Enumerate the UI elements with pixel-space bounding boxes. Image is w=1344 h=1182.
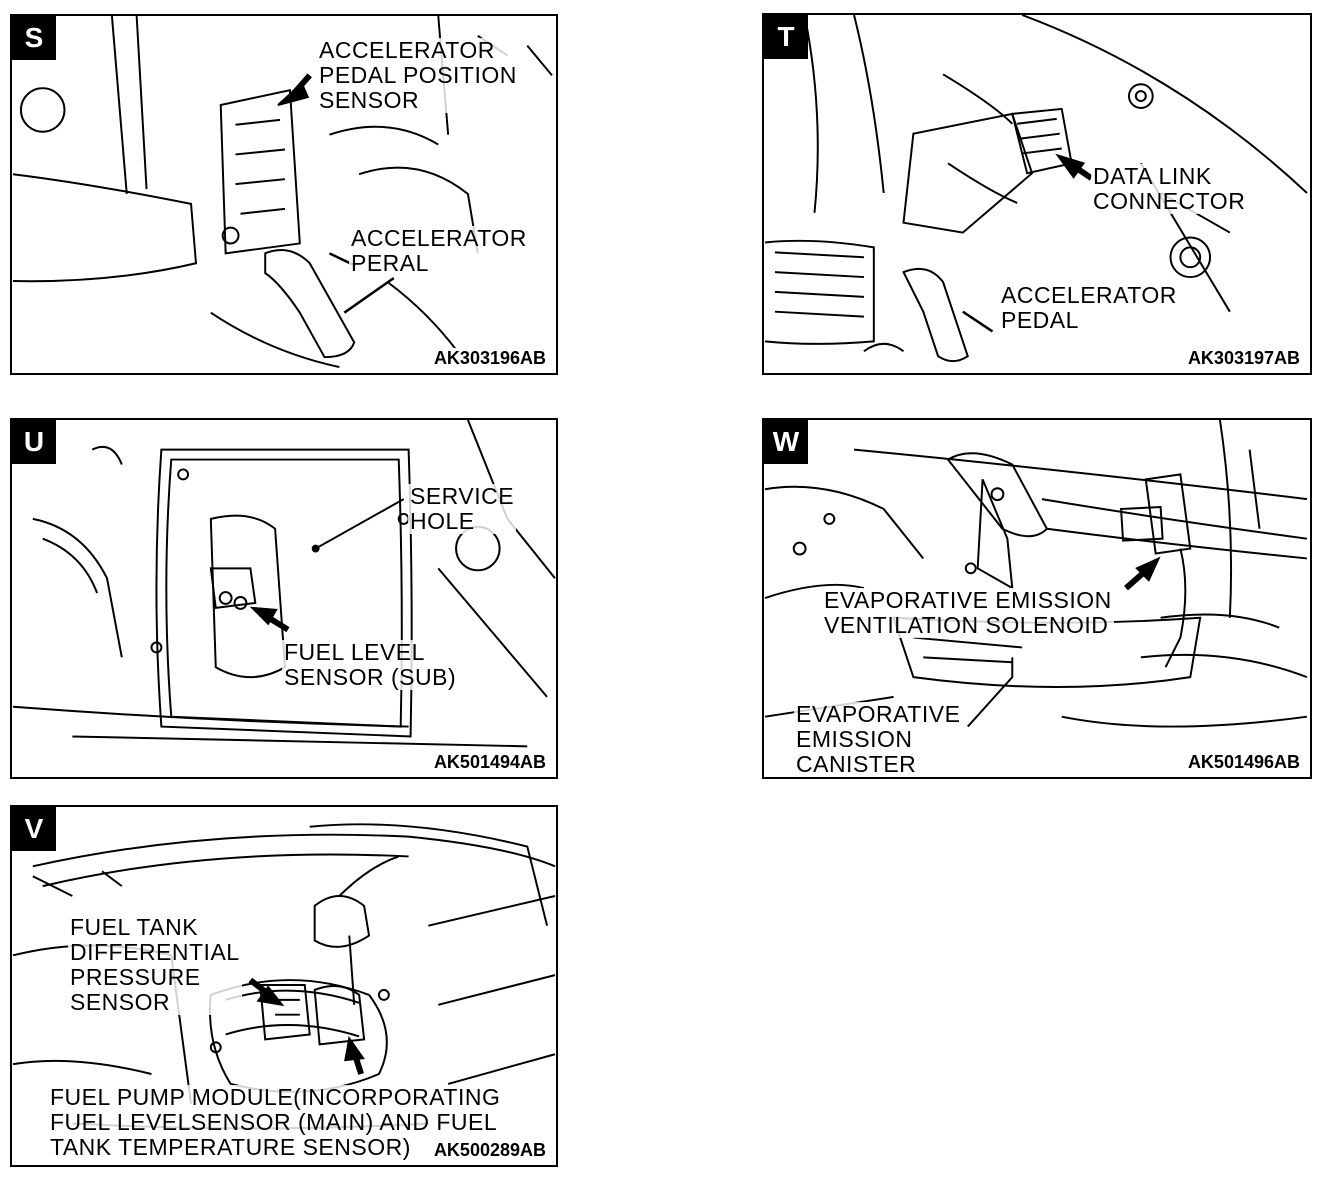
panel-w-solenoid-label: EVAPORATIVE EMISSION VENTILATION SOLENOI…: [822, 588, 1114, 638]
label-line: CONNECTOR: [1093, 188, 1246, 214]
label-line: PEDAL POSITION: [319, 62, 517, 88]
panel-w-letter-badge: W: [764, 420, 808, 464]
panel-u-drawing: [12, 420, 556, 748]
panel-u-hole-label: SERVICE HOLE: [408, 483, 517, 534]
panel-w-figure-code: AK501496AB: [1185, 752, 1302, 773]
panel-s-pedal-label: ACCELERATOR PERAL: [349, 226, 529, 276]
panel-t-letter-badge: T: [764, 15, 808, 59]
label-line: SERVICE: [410, 483, 515, 509]
label-line: DIFFERENTIAL: [70, 939, 240, 965]
panel-t-pedal-label: ACCELERATOR PEDAL: [999, 283, 1179, 333]
label-line: EVAPORATIVE: [796, 701, 961, 727]
panel-v-letter-badge: V: [12, 807, 56, 851]
panel-u: U SERVICE HOLE FUEL LEVEL SENSOR (SUB) A…: [10, 418, 558, 779]
label-line: FUEL LEVEL: [284, 639, 425, 665]
panel-t-connector-label: DATA LINK CONNECTOR: [1091, 163, 1248, 214]
label-line: FUEL PUMP MODULE(INCORPORATING: [50, 1084, 501, 1110]
panel-s: S ACCELERATOR PEDAL POSITION SENSOR ACCE…: [10, 14, 558, 375]
panel-t-figure-code: AK303197AB: [1185, 348, 1302, 369]
label-line: EMISSION: [796, 726, 913, 752]
label-line: EVAPORATIVE EMISSION: [824, 587, 1112, 613]
label-line: SENSOR: [319, 87, 420, 113]
panel-w: W EVAPORATIVE EMISSION VENTILATION SOLEN…: [762, 418, 1312, 779]
panel-v-module-label: FUEL PUMP MODULE(INCORPORATING FUEL LEVE…: [48, 1084, 503, 1160]
label-line: ACCELERATOR: [1001, 282, 1177, 308]
panel-v: V FUEL TANK DIFFERENTIAL PRESSURE SENSOR…: [10, 805, 558, 1167]
panel-u-letter-badge: U: [12, 420, 56, 464]
label-line: FUEL TANK: [70, 914, 199, 940]
panel-v-figure-code: AK500289AB: [431, 1140, 548, 1161]
label-line: DATA LINK: [1093, 163, 1212, 189]
label-line: TANK TEMPERATURE SENSOR): [50, 1134, 411, 1160]
panel-s-sensor-label: ACCELERATOR PEDAL POSITION SENSOR: [317, 38, 519, 113]
panel-t: T DATA LINK CONNECTOR ACCELERATOR PEDAL …: [762, 13, 1312, 375]
label-line: PERAL: [351, 250, 429, 276]
panel-u-figure-code: AK501494AB: [431, 752, 548, 773]
label-line: PEDAL: [1001, 307, 1079, 333]
panel-w-canister-label: EVAPORATIVE EMISSION CANISTER: [794, 701, 963, 777]
label-line: SENSOR: [70, 989, 171, 1015]
label-line: ACCELERATOR: [319, 37, 495, 63]
label-line: FUEL LEVELSENSOR (MAIN) AND FUEL: [50, 1109, 498, 1135]
panel-s-letter-badge: S: [12, 16, 56, 60]
label-line: HOLE: [410, 508, 475, 534]
panel-u-sensor-label: FUEL LEVEL SENSOR (SUB): [282, 639, 459, 690]
label-line: VENTILATION SOLENOID: [824, 612, 1109, 638]
label-line: SENSOR (SUB): [284, 664, 457, 690]
panel-s-figure-code: AK303196AB: [431, 348, 548, 369]
label-line: CANISTER: [796, 751, 917, 777]
panel-v-pressure-label: FUEL TANK DIFFERENTIAL PRESSURE SENSOR: [68, 915, 242, 1015]
label-line: ACCELERATOR: [351, 225, 527, 251]
label-line: PRESSURE: [70, 964, 201, 990]
